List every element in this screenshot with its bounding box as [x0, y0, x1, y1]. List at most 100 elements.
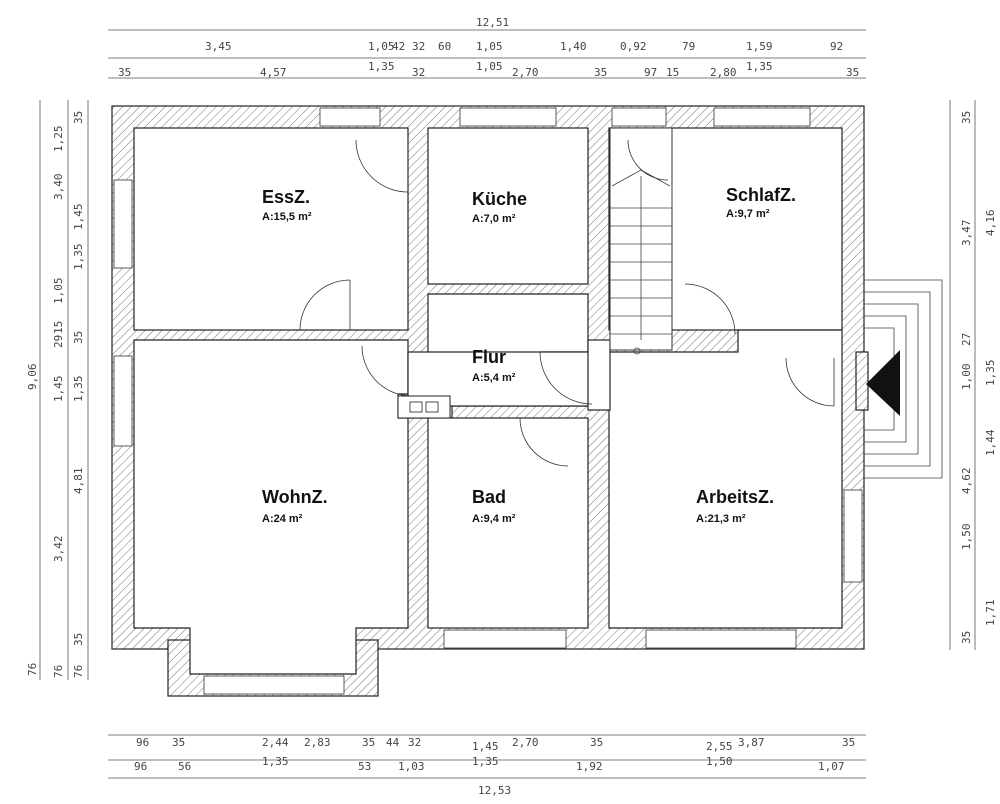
room-area-arbeitsz: A:21,3 m² [696, 513, 746, 525]
dim-left-mid-8: 76 [52, 665, 65, 678]
dim-top-r2-0: 1,35 [368, 60, 395, 73]
dim-right-inner-2: 27 [960, 333, 973, 346]
doors [299, 139, 835, 467]
dim-bot-r1-11: 3,87 [738, 736, 765, 749]
room-wohnz [133, 339, 409, 675]
dim-right-inner-4: 4,62 [960, 468, 973, 495]
dim-bot-r2-4: 1,03 [398, 760, 425, 773]
dim-bot-r2-1: 56 [178, 760, 191, 773]
dim-bot-total: 12,53 [478, 784, 511, 797]
dim-top-r1-6: 1,40 [560, 40, 587, 53]
dim-top-total: 12,51 [476, 16, 509, 29]
dim-top-r1-5: 1,05 [476, 40, 503, 53]
dim-right-inner-3: 1,00 [960, 364, 973, 391]
dim-left-mid-3: 29 [52, 335, 65, 348]
dim-left-inner-4: 1,35 [72, 376, 85, 403]
dim-top-r3-7: 15 [666, 66, 679, 79]
dim-top-r3-1: 4,57 [260, 66, 287, 79]
room-area-essz: A:15,5 m² [262, 211, 312, 223]
dim-top-r3-0: 35 [118, 66, 131, 79]
dim-top-r3-9: 35 [846, 66, 859, 79]
dim-right-inner-1: 3,47 [960, 220, 973, 247]
dim-bot-r2-3: 53 [358, 760, 371, 773]
dim-bot-r2-7: 1,50 [706, 755, 733, 768]
walls [111, 105, 869, 697]
dim-right-inner-5: 1,50 [960, 524, 973, 551]
dim-bot-r1-2: 2,44 [262, 736, 289, 749]
dim-left-mid-7: 35 [72, 633, 85, 646]
dim-bot-r1-6: 32 [408, 736, 421, 749]
dim-left-inner-3: 1,45 [52, 376, 65, 403]
dim-top-r1-8: 79 [682, 40, 695, 53]
dim-bot-r2-0: 96 [134, 760, 147, 773]
dim-left-mid-5: 4,81 [72, 468, 85, 495]
dim-top-r3-2: 32 [412, 66, 425, 79]
dim-top-r2-1: 1,35 [746, 60, 773, 73]
dim-left-mid-2: 1,05 [52, 278, 65, 305]
dim-left-inner-0: 35 [72, 111, 85, 124]
room-name-kueche: Küche [472, 189, 527, 209]
dim-bot-r1-1: 35 [172, 736, 185, 749]
dim-right-inner-0: 35 [960, 111, 973, 124]
room-area-flur: A:5,4 m² [472, 372, 516, 384]
room-name-arbeitsz: ArbeitsZ. [696, 487, 774, 507]
dim-right-outer-0: 4,16 [984, 210, 997, 237]
dim-left-mid-1: 3,40 [52, 174, 65, 201]
dim-bot-r2-5: 1,35 [472, 755, 499, 768]
triangle-left-icon [866, 350, 900, 416]
dim-top-r1-0: 3,45 [205, 40, 232, 53]
staircase [609, 127, 673, 355]
dim-top-r3-6: 97 [644, 66, 657, 79]
dim-left-mid-6: 3,42 [52, 536, 65, 563]
dim-bot-r1-7: 1,45 [472, 740, 499, 753]
dim-left-inner-6: 76 [72, 665, 85, 678]
dim-left-inner-1: 1,45 [72, 204, 85, 231]
dim-bot-r1-4: 35 [362, 736, 375, 749]
dim-bot-r1-0: 96 [136, 736, 149, 749]
dimension-lines [39, 29, 976, 779]
dim-bot-r2-2: 1,35 [262, 755, 289, 768]
dim-bot-r1-12: 35 [842, 736, 855, 749]
dim-top-r1-3: 32 [412, 40, 425, 53]
room-area-schlafz: A:9,7 m² [726, 208, 770, 220]
room-name-schlafz: SchlafZ. [726, 185, 796, 205]
room-area-wohnz: A:24 m² [262, 513, 303, 525]
room-essz [133, 127, 409, 331]
room-kueche [427, 127, 589, 285]
dim-top-r1-2: 42 [392, 40, 405, 53]
dim-top-r1-7: 0,92 [620, 40, 647, 53]
dim-left-inner-5: 35 [72, 331, 85, 344]
dim-bot-r2-8: 1,07 [818, 760, 845, 773]
room-area-bad: A:9,4 m² [472, 513, 516, 525]
windows [113, 107, 863, 695]
dim-top-r1-10: 92 [830, 40, 843, 53]
dim-top-r1-1: 1,05 [368, 40, 395, 53]
flur-gap [587, 339, 611, 411]
dim-right-outer-1: 1,35 [984, 360, 997, 387]
dim-left-outer-1: 76 [26, 663, 39, 676]
dim-left-outer-0: 9,06 [26, 364, 39, 391]
room-area-kueche: A:7,0 m² [472, 213, 516, 225]
dim-top-r1-4: 60 [438, 40, 451, 53]
dim-bot-r1-10: 2,55 [706, 740, 733, 753]
room-name-wohnz: WohnZ. [262, 487, 328, 507]
room-name-bad: Bad [472, 487, 506, 507]
dim-right-outer-2: 1,44 [984, 429, 997, 456]
dim-top-r3-3: 1,05 [476, 60, 503, 73]
dim-bot-r1-3: 2,83 [304, 736, 331, 749]
dim-bot-r1-5: 44 [386, 736, 400, 749]
dim-left-mid-0: 1,25 [52, 126, 65, 153]
dim-top-r1-9: 1,59 [746, 40, 773, 53]
dim-bot-r1-8: 2,70 [512, 736, 539, 749]
dim-bot-r2-6: 1,92 [576, 760, 603, 773]
dim-bot-r1-9: 35 [590, 736, 603, 749]
room-name-essz: EssZ. [262, 187, 310, 207]
dim-left-mid-4: 15 [52, 321, 65, 334]
dim-left-inner-2: 1,35 [72, 244, 85, 271]
dim-top-r3-5: 35 [594, 66, 607, 79]
dim-top-r3-4: 2,70 [512, 66, 539, 79]
dim-right-outer-3: 1,71 [984, 600, 997, 627]
room-bad [427, 417, 589, 629]
room-name-flur: Flur [472, 347, 506, 367]
